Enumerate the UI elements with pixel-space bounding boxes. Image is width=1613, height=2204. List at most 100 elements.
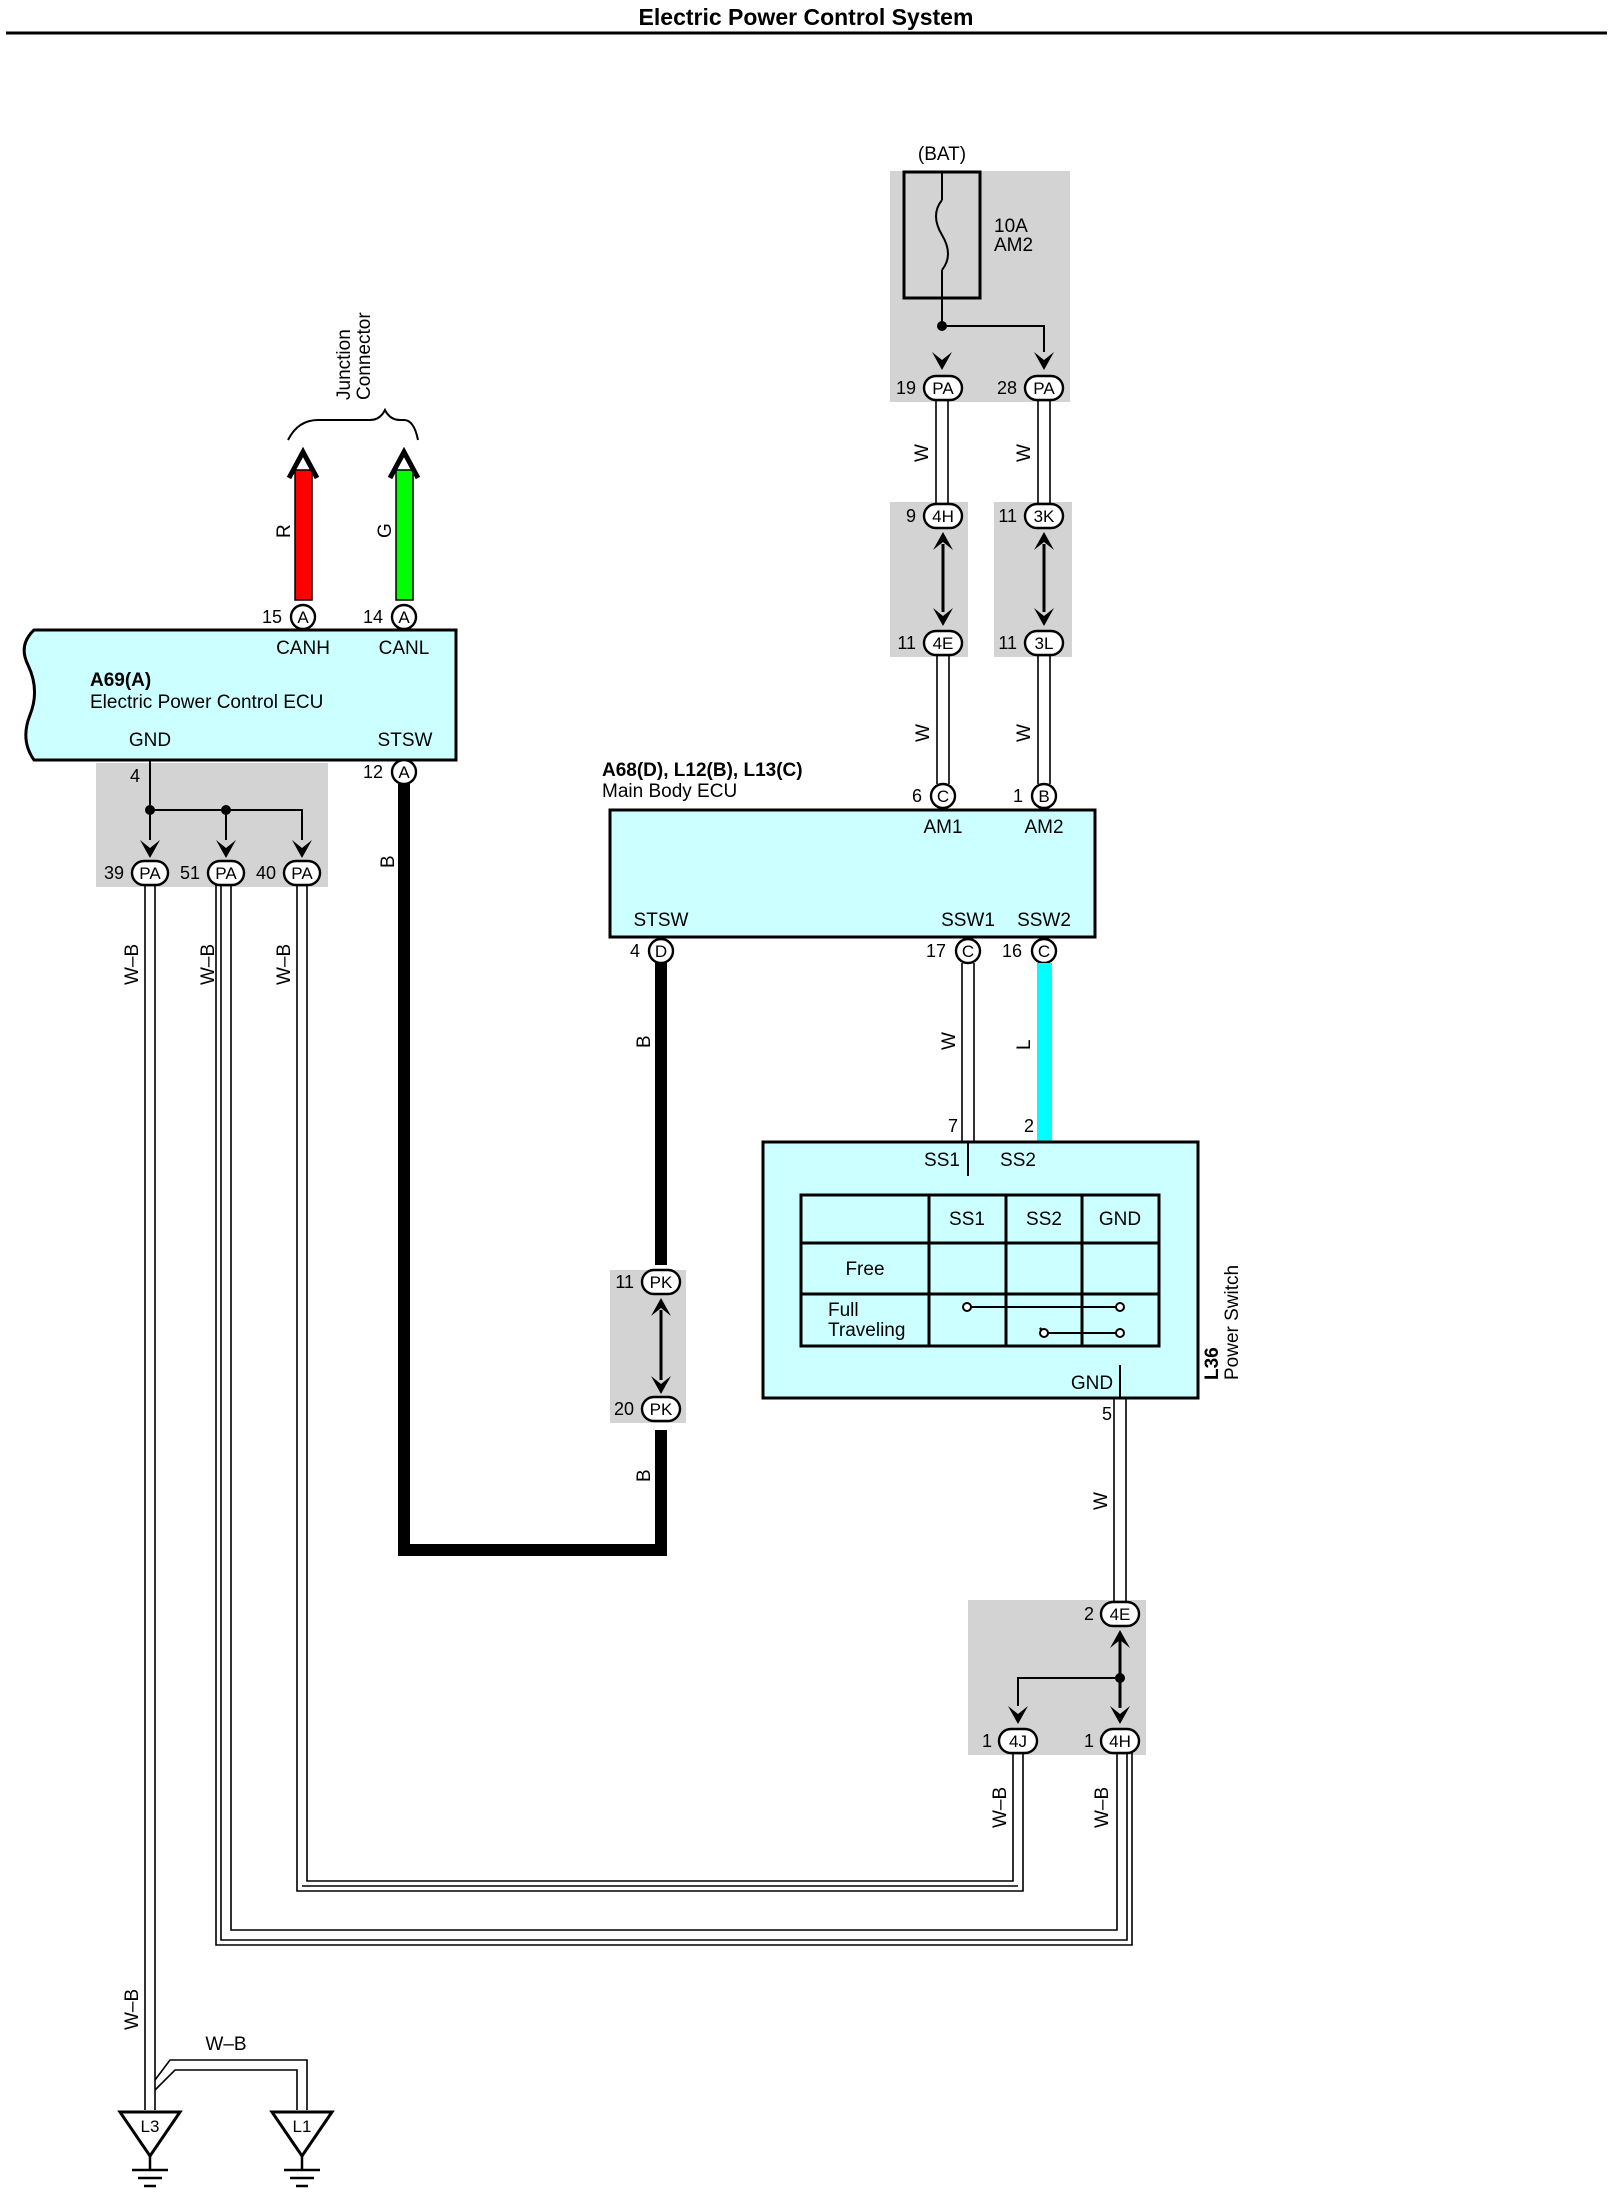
ecu-wire-am1 [936, 655, 950, 784]
ground-l1-lines [284, 2156, 320, 2188]
stsw-black-wire [398, 784, 667, 1556]
power-switch-box [761, 1140, 1200, 1400]
gnd-arrow-2 [216, 840, 236, 858]
jb-4e-top-pin: 2 [1084, 1604, 1094, 1624]
jb-4h-conn: 4H [932, 507, 954, 526]
jb-4j-conn: 4J [1009, 1732, 1027, 1751]
pk-arrow-down [651, 1376, 671, 1394]
ground-branch-wire [154, 2059, 308, 2110]
ground-l3-symbol [117, 2110, 183, 2159]
main-ecu-name: Main Body ECU [602, 781, 737, 802]
jb-4j-wire-color: W–B [990, 1787, 1011, 1828]
switch-table-row-full-line2: Traveling [828, 1320, 905, 1341]
pin-gnd-a69-number: 4 [130, 766, 140, 786]
ssw1-wire-color: W [939, 1032, 960, 1050]
wb-wire-51-outer [215, 885, 1133, 1946]
pk-arrow-up [651, 1298, 671, 1316]
canl-arrow [387, 446, 421, 480]
ps-ss1-pin: 7 [948, 1116, 958, 1136]
gnd-pa-pin-1: 39 [104, 863, 124, 883]
switch-table-row-full-line1: Full [828, 1300, 859, 1321]
pk-top-pill [640, 1268, 682, 1296]
bat-pa-pin-left: 19 [896, 378, 916, 398]
jb-4e-arrow-up [1110, 1630, 1130, 1648]
bat-wire-right-color: W [1014, 444, 1035, 462]
fuse-element [935, 199, 949, 271]
switch-table-header-ss2: SS2 [1026, 1209, 1062, 1230]
wb-label-1: W–B [122, 944, 143, 985]
jb-3l-conn: 3L [1035, 634, 1054, 653]
jb-4h-pin: 9 [906, 506, 916, 526]
ground-branch-wire-label: W–B [205, 2034, 246, 2055]
junction-label-line1: Junction [334, 329, 355, 400]
ssw2-wire [1037, 963, 1052, 1142]
jb-4h-bottom-arrow-down [1110, 1706, 1130, 1724]
jb-4j-arrow-down [1008, 1706, 1028, 1724]
pin-canl-connector [390, 603, 418, 631]
jb-3k-pill [1023, 502, 1065, 530]
ecu-a69-box [22, 628, 458, 762]
ground-main-wire-label: W–B [122, 1989, 143, 2030]
canh-wire [294, 469, 313, 601]
jb-4e-pin: 11 [897, 633, 916, 653]
pin-canh-conn: A [297, 608, 309, 627]
ps-ss1-label: SS1 [924, 1150, 960, 1171]
pk-bottom-pill [640, 1395, 682, 1423]
jb-4h-wire-color: W–B [1092, 1787, 1113, 1828]
pk-bottom-pin: 20 [614, 1399, 634, 1419]
pin-canl-number: 14 [363, 607, 383, 627]
canl-wire [395, 469, 414, 601]
gnd-pa-pin-3: 40 [256, 863, 276, 883]
continuity-dot-gnd-2 [1115, 1328, 1125, 1338]
gnd-arrow-1 [140, 840, 160, 858]
wire-color-r: R [274, 524, 295, 538]
jb-4j-pill [997, 1727, 1039, 1755]
ground-l3-label: L3 [141, 2117, 160, 2136]
fuse-amp: 10A [994, 216, 1028, 237]
pk-top-pin: 11 [615, 1272, 634, 1292]
switch-table-row-free: Free [845, 1259, 884, 1280]
main-ecu-am1-label: AM1 [923, 817, 962, 838]
jb-4e-top-pill [1099, 1600, 1141, 1628]
ps-code: L36 [1202, 1347, 1223, 1380]
ecu-a69-canh: CANH [276, 638, 330, 659]
ssw1-wire [961, 963, 975, 1142]
wb-wire-40 [296, 885, 1024, 1892]
stsw-wire-color-3: B [634, 1469, 655, 1482]
jb-3k-conn: 3K [1034, 507, 1055, 526]
pin-canh-number: 15 [262, 607, 282, 627]
bat-wire-left [935, 400, 949, 505]
ecu-a69-name: Electric Power Control ECU [90, 692, 323, 713]
main-ecu-ssw1-pin: 17 [926, 941, 946, 961]
gnd-splice-bus [149, 809, 303, 840]
continuity-dot-ss1 [962, 1302, 972, 1312]
wb-wire-51 [220, 885, 1128, 1941]
gnd-arrow-3 [292, 840, 312, 858]
ecu-a69-canl: CANL [379, 638, 430, 659]
gnd-pa-conn-1: PA [139, 864, 161, 883]
jb-3k-pin: 11 [998, 506, 1017, 526]
junction-brace [287, 407, 419, 441]
ssw2-wire-color: L [1014, 1039, 1035, 1050]
jb-3l-pin: 11 [998, 633, 1017, 653]
ecu-a69-gnd: GND [129, 730, 171, 751]
switch-table-header-gnd: GND [1099, 1209, 1141, 1230]
ground-l1-symbol [269, 2110, 335, 2159]
jb-3l-pill [1023, 629, 1065, 657]
junction-label-line2: Connector [354, 312, 375, 400]
wire-color-g: G [375, 523, 396, 538]
jb-4h-bottom-conn: 4H [1109, 1732, 1131, 1751]
bat-wire-left-color: W [912, 444, 933, 462]
ps-gnd-wire [1113, 1398, 1127, 1603]
bat-arrow-left [932, 352, 952, 370]
main-ecu-stsw-pin: 4 [630, 941, 640, 961]
switch-table: SS1 SS2 GND Free Full Traveling [799, 1193, 1161, 1348]
ps-ss2-pin: 2 [1024, 1116, 1034, 1136]
main-ecu-stsw-connector [647, 937, 675, 965]
jb-3l-arrow-down [1034, 608, 1054, 626]
pk-top-conn: PK [650, 1273, 673, 1292]
ground-l1-label: L1 [293, 2117, 312, 2136]
main-ecu-stsw-label: STSW [634, 910, 689, 931]
main-ecu-ssw2-label: SSW2 [1017, 910, 1071, 931]
